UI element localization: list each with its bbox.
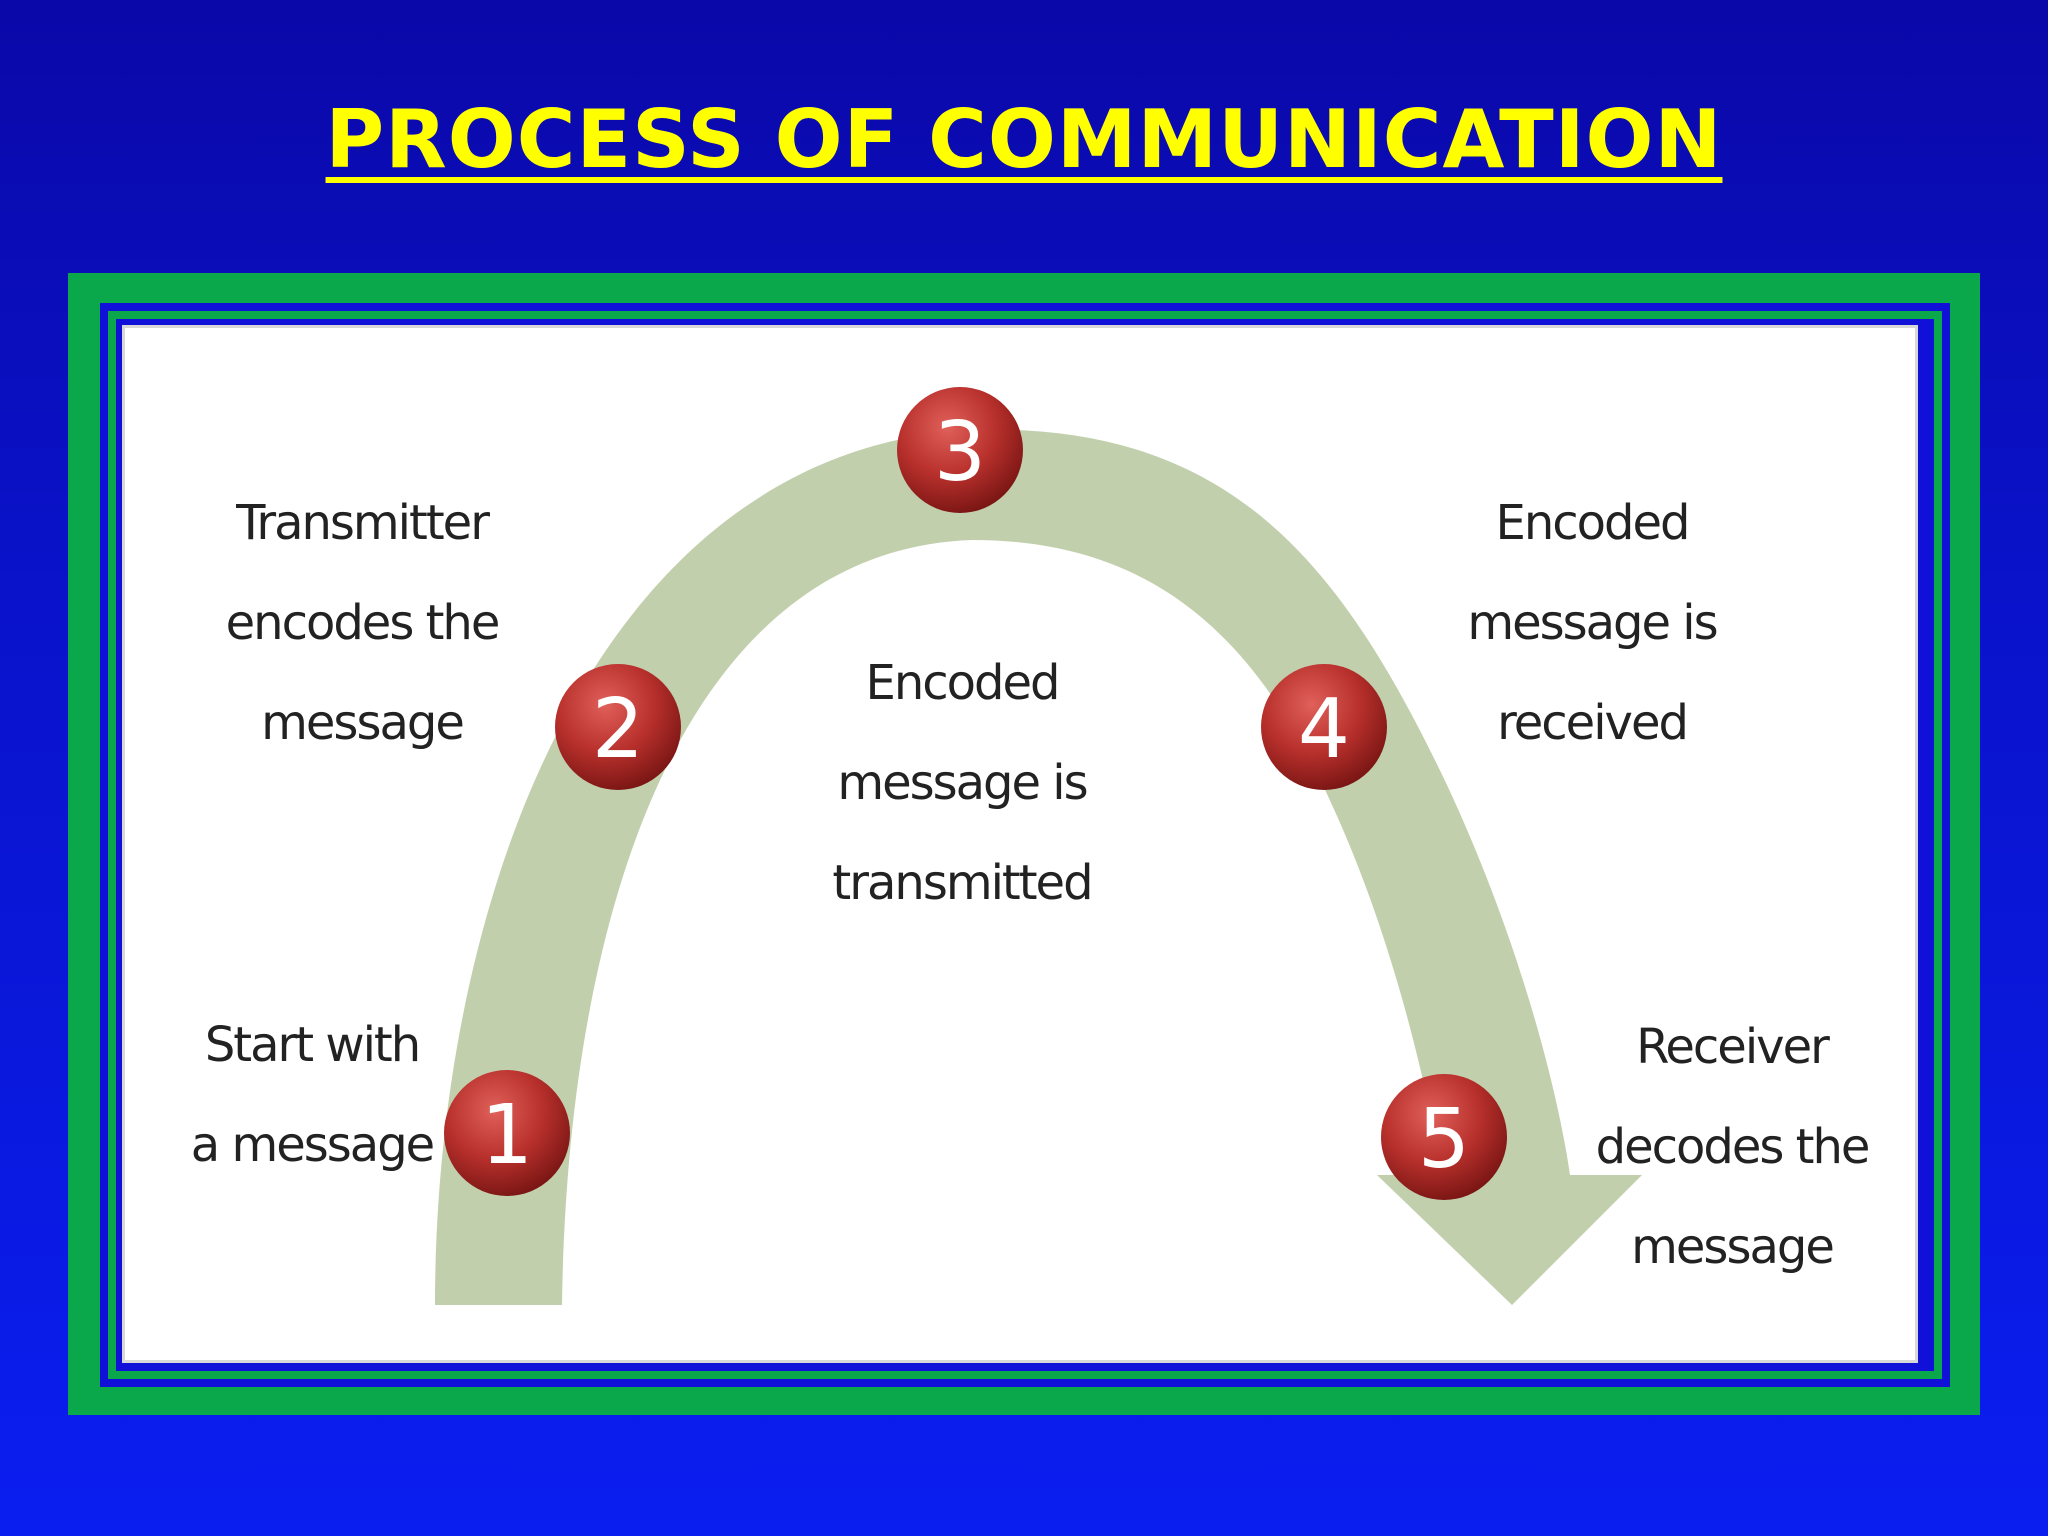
process-diagram: 1 2 3 4 5 (435, 387, 1642, 1305)
step-badge-4: 4 (1261, 664, 1387, 790)
step-number-3: 3 (934, 405, 986, 500)
step-label-2: Transmitter encodes the message (225, 495, 501, 751)
step-label-5: Receiver decodes the message (1595, 1019, 1871, 1275)
slide-title: PROCESS OF COMMUNICATION (325, 93, 1723, 186)
step-label-1: Start with a message (190, 1017, 435, 1173)
step-number-5: 5 (1418, 1092, 1470, 1187)
step-badge-2: 2 (555, 664, 681, 790)
step-number-1: 1 (481, 1088, 533, 1183)
step-badge-1: 1 (444, 1070, 570, 1196)
step-badge-3: 3 (897, 387, 1023, 513)
step-label-3: Encoded message is transmitted (832, 655, 1093, 911)
step-badge-5: 5 (1381, 1074, 1507, 1200)
step-number-4: 4 (1298, 682, 1350, 777)
step-number-2: 2 (592, 682, 644, 777)
process-arc (435, 429, 1642, 1305)
step-label-4: Encoded message is received (1467, 495, 1718, 751)
diagram-panel: 1 2 3 4 5 Start with a message Transmitt… (122, 325, 1918, 1363)
